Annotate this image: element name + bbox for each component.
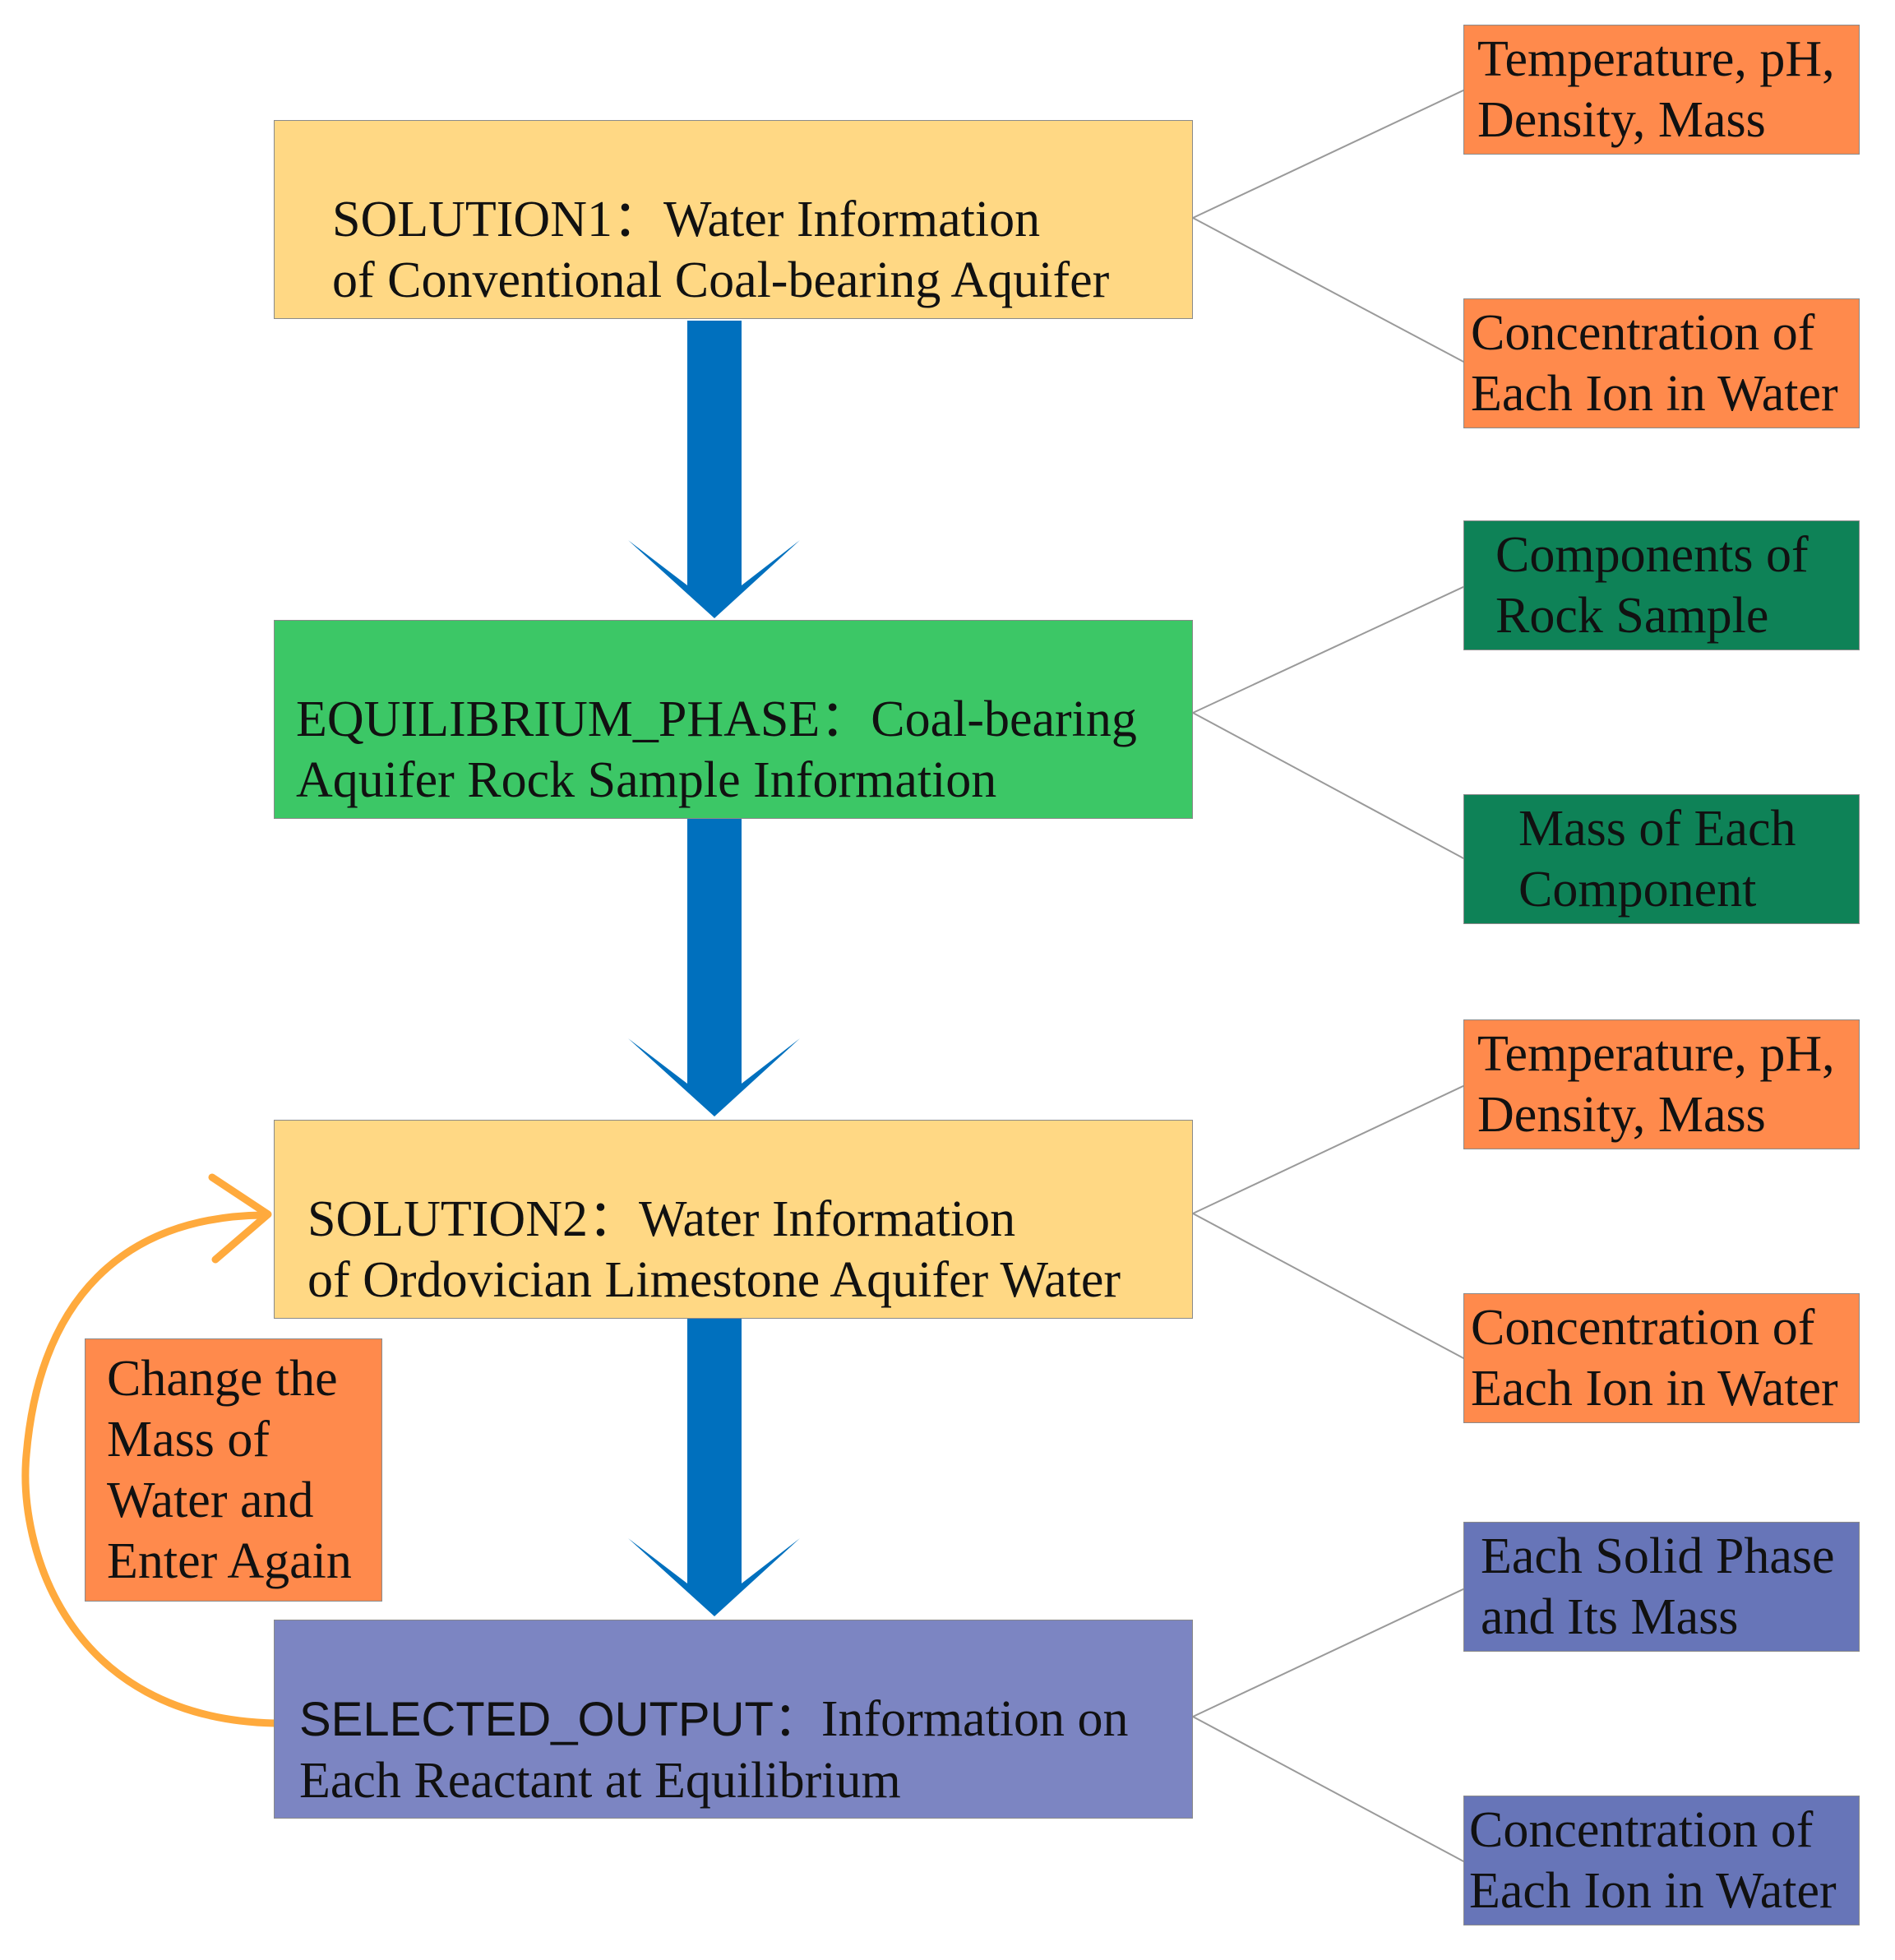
- connector-lines: [1192, 89, 1466, 1863]
- detail-text: Concentration of Each Ion in Water: [1469, 1802, 1837, 1919]
- connector-line-4a: [1192, 1588, 1466, 1717]
- solution1-box: SOLUTION1：Water Information of Conventio…: [274, 120, 1193, 319]
- detail-text: Each Solid Phase and Its Mass: [1481, 1528, 1835, 1645]
- detail-box-solid-phase: Each Solid Phase and Its Mass: [1463, 1522, 1860, 1652]
- detail-box-solution1-properties: Temperature, pH, Density, Mass: [1463, 25, 1860, 155]
- detail-box-solution2-properties: Temperature, pH, Density, Mass: [1463, 1019, 1860, 1149]
- detail-text: Components of Rock Sample: [1495, 527, 1809, 644]
- connector-line-2b: [1192, 712, 1466, 860]
- solution1-description: Water Information of Conventional Coal-b…: [332, 192, 1110, 308]
- connector-line-2a: [1192, 585, 1466, 714]
- detail-text: Concentration of Each Ion in Water: [1471, 1300, 1838, 1417]
- flow-arrows: [628, 321, 800, 1616]
- detail-box-output-ions: Concentration of Each Ion in Water: [1463, 1796, 1860, 1925]
- down-arrow-icon: [628, 819, 800, 1116]
- curved-arrow-icon: [21, 1173, 279, 1727]
- loop-note-box: Change the Mass of Water and Enter Again: [85, 1338, 382, 1602]
- solution2-description: Water Information of Ordovician Limeston…: [307, 1191, 1121, 1308]
- down-arrow-icon: [628, 321, 800, 618]
- solution1-keyword: SOLUTION1：: [332, 192, 663, 247]
- detail-text: Temperature, pH, Density, Mass: [1477, 1026, 1835, 1143]
- equilibrium-phase-description: Coal-bearing Aquifer Rock Sample Informa…: [296, 691, 1137, 808]
- detail-text: Concentration of Each Ion in Water: [1471, 305, 1838, 422]
- detail-text: Mass of Each Component: [1518, 801, 1796, 918]
- connector-line-3b: [1192, 1213, 1466, 1360]
- connector-line-1a: [1192, 89, 1466, 219]
- selected-output-description: Information on Each Reactant at Equilibr…: [299, 1690, 1129, 1809]
- loop-note-text: Change the Mass of Water and Enter Again: [107, 1351, 352, 1589]
- solution2-box: SOLUTION2：Water Information of Ordovicia…: [274, 1120, 1193, 1319]
- down-arrow-icon: [628, 1319, 800, 1616]
- detail-box-component-mass: Mass of Each Component: [1463, 794, 1860, 924]
- detail-text: Temperature, pH, Density, Mass: [1477, 31, 1835, 148]
- connector-line-4b: [1192, 1716, 1466, 1863]
- selected-output-box: SELECTED_OUTPUT：Information on Each Reac…: [274, 1620, 1193, 1819]
- connector-line-1b: [1192, 217, 1466, 363]
- solution2-keyword: SOLUTION2：: [307, 1191, 639, 1247]
- selected-output-keyword: SELECTED_OUTPUT：: [299, 1692, 821, 1746]
- connector-line-3a: [1192, 1084, 1466, 1214]
- detail-box-solution1-ions: Concentration of Each Ion in Water: [1463, 298, 1860, 428]
- equilibrium-phase-box: EQUILIBRIUM_PHASE：Coal-bearing Aquifer R…: [274, 620, 1193, 819]
- detail-box-rock-components: Components of Rock Sample: [1463, 520, 1860, 650]
- detail-box-solution2-ions: Concentration of Each Ion in Water: [1463, 1293, 1860, 1423]
- equilibrium-phase-keyword: EQUILIBRIUM_PHASE：: [296, 691, 871, 747]
